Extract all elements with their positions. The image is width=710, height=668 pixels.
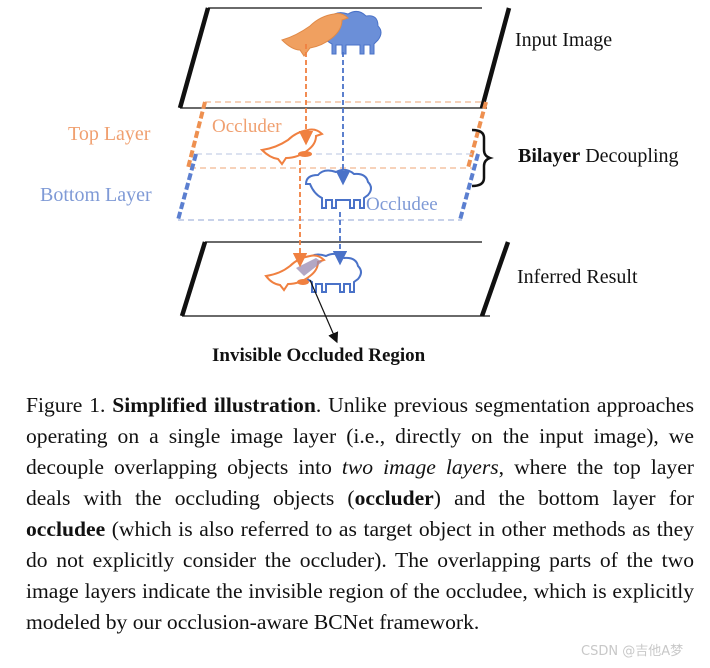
occludee-sheep-icon [304, 168, 372, 209]
input-image-label: Input Image [515, 29, 613, 51]
caption-bold-occludee: occludee [26, 517, 106, 541]
figure-diagram [176, 7, 512, 344]
caption-bold-occluder: occluder [354, 486, 434, 510]
caption-text-3: ) and the bottom layer for [433, 486, 694, 510]
bottom-layer-label: Bottom Layer [40, 184, 152, 206]
figure-caption: Figure 1. Simplified illustration. Unlik… [26, 390, 694, 638]
bottom-layer-plane [176, 153, 480, 221]
bilayer-bracket [471, 128, 494, 188]
bilayer-rest-text: Decoupling [580, 145, 679, 167]
occluder-label: Occluder [212, 116, 282, 137]
caption-title: Simplified illustration [112, 393, 316, 417]
bilayer-decoupling-label: Bilayer Decoupling [518, 145, 679, 168]
caption-prefix: Figure 1. [26, 393, 113, 417]
caption-text-1: . Unlike previous segmentation approache… [26, 393, 694, 479]
inferred-result-label: Inferred Result [517, 266, 638, 288]
caption-italic-two-image-layers: two image layers [341, 455, 499, 479]
invisible-occluded-region-label: Invisible Occluded Region [212, 345, 426, 366]
caption-text-2: , where the top layer deals with the occ… [26, 455, 695, 510]
occluded-region-hatch [296, 258, 322, 276]
caption-text-4: (which is also referred to as target obj… [26, 517, 694, 634]
bilayer-bold-text: Bilayer [518, 145, 581, 167]
top-layer-plane [186, 101, 488, 169]
input-bird-icon [281, 13, 349, 57]
inferred-bird-icon [264, 254, 326, 292]
arrow-invisible-region [309, 279, 339, 344]
occludee-label: Occludee [366, 194, 438, 215]
figure-1-illustration: Input Image Top Layer Bottom Layer Occlu… [40, 7, 679, 366]
top-layer-label: Top Layer [68, 123, 151, 145]
inferred-result-plane [179, 241, 511, 317]
watermark: CSDN @吉他A梦 [581, 644, 684, 659]
input-image-plane [177, 7, 512, 109]
